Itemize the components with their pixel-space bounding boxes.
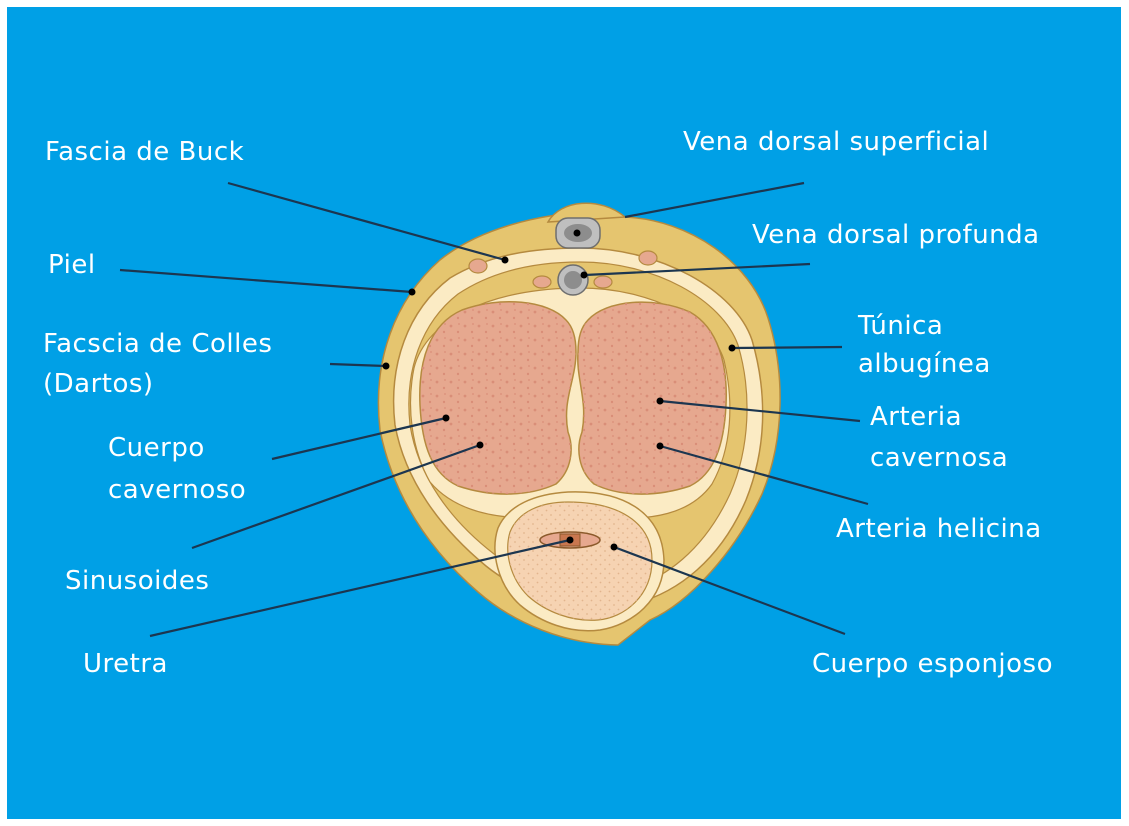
deep-dorsal-vein-lumen — [564, 271, 582, 289]
label-tunica-line2: albugínea — [858, 346, 991, 382]
label-arteria-cavernosa-line1: Arteria — [870, 399, 962, 435]
label-cuerpo-esponjoso: Cuerpo esponjoso — [812, 646, 1053, 682]
leader-tunica — [732, 347, 842, 348]
dot-cuerpo-esponjoso — [611, 544, 618, 551]
label-fascia-colles-line1: Facscia de Colles — [43, 326, 272, 362]
label-fascia-de-buck: Fascia de Buck — [45, 134, 244, 170]
dot-tunica — [729, 345, 736, 352]
label-cuerpo-cavernoso-line2: cavernoso — [108, 472, 246, 508]
leader-piel — [120, 270, 412, 292]
label-arteria-helicina: Arteria helicina — [836, 511, 1042, 547]
dot-uretra — [567, 537, 574, 544]
label-arteria-cavernosa-line2: cavernosa — [870, 440, 1008, 476]
leader-fascia-buck — [228, 183, 505, 260]
label-fascia-colles-line2: (Dartos) — [43, 366, 154, 402]
label-sinusoides: Sinusoides — [65, 563, 209, 599]
dot-vena-superficial — [574, 230, 581, 237]
leader-fascia-colles — [330, 364, 386, 366]
dot-piel — [409, 289, 416, 296]
dot-cuerpo-cavernoso — [443, 415, 450, 422]
dot-arteria-helicina — [657, 443, 664, 450]
dot-vena-profunda — [581, 272, 588, 279]
sinusoid-texture-right — [578, 302, 726, 494]
dot-sinusoides — [477, 442, 484, 449]
dot-fascia-colles — [383, 363, 390, 370]
dot-arteria-cavernosa — [657, 398, 664, 405]
dot-fascia-buck — [502, 257, 509, 264]
label-uretra: Uretra — [83, 646, 168, 682]
leader-vena-superficial — [625, 183, 804, 217]
label-vena-dorsal-superficial: Vena dorsal superficial — [683, 124, 989, 160]
label-vena-dorsal-profunda: Vena dorsal profunda — [752, 217, 1040, 253]
label-piel: Piel — [48, 247, 96, 283]
label-tunica-line1: Túnica — [858, 308, 943, 344]
label-cuerpo-cavernoso-line1: Cuerpo — [108, 430, 205, 466]
sinusoid-texture-left — [420, 302, 576, 494]
